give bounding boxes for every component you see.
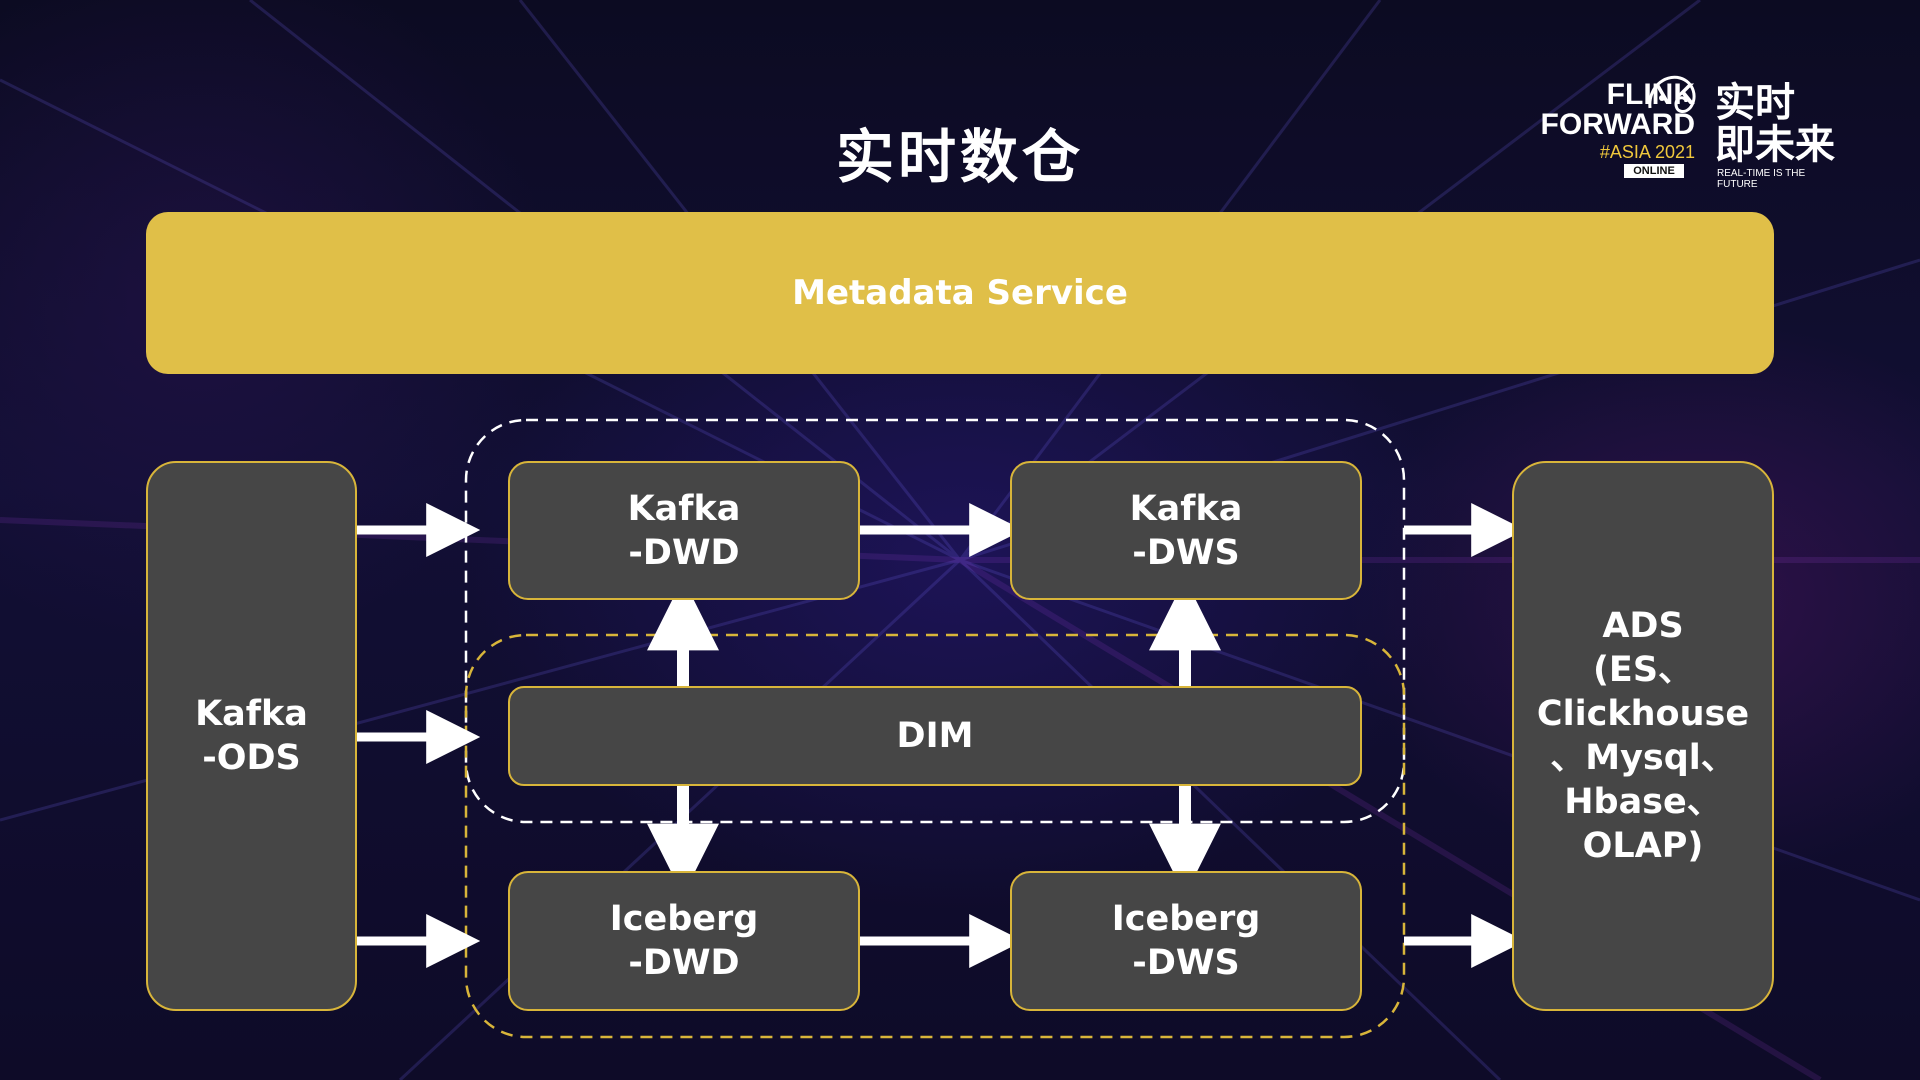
ads-line-4: 、Mysql、 — [1550, 738, 1736, 778]
logo-tagline: REAL-TIME IS THE FUTURE — [1717, 168, 1806, 190]
iceberg-dwd-node: Iceberg -DWD — [508, 871, 860, 1011]
logo-cn-line-2: 即未来 — [1715, 122, 1835, 168]
ads-node: ADS (ES、 Clickhouse 、Mysql、 Hbase、 OLAP) — [1512, 461, 1774, 1011]
dim-label: DIM — [896, 716, 974, 756]
kafka-dws-node: Kafka -DWS — [1010, 461, 1362, 600]
ads-line-2: (ES、 — [1592, 650, 1694, 690]
ads-line-3: Clickhouse — [1536, 694, 1750, 734]
kafka-ods-line-2: -ODS — [202, 738, 301, 778]
ads-line-1: ADS — [1602, 606, 1684, 646]
iceberg-dws-line-2: -DWS — [1132, 943, 1240, 983]
kafka-dwd-line-2: -DWD — [628, 532, 740, 573]
iceberg-dwd-line-2: -DWD — [628, 943, 740, 983]
flink-forward-logo: FLINK FORWARD #ASIA 2021 ONLINE 实时 即未来 R… — [1515, 68, 1845, 190]
logo-line-2: FORWARD — [1540, 108, 1695, 141]
logo-cn-line-1: 实时 — [1715, 80, 1795, 126]
kafka-dwd-line-1: Kafka — [627, 488, 741, 529]
kafka-dws-line-1: Kafka — [1129, 488, 1243, 529]
iceberg-dws-node: Iceberg -DWS — [1010, 871, 1362, 1011]
slide-title: 实时数仓 — [835, 123, 1084, 191]
logo-online-badge: ONLINE — [1624, 164, 1684, 178]
ads-line-5: Hbase、 — [1564, 782, 1722, 822]
kafka-dws-line-2: -DWS — [1132, 532, 1240, 573]
metadata-service-bar: Metadata Service — [146, 212, 1774, 374]
logo-event: #ASIA 2021 — [1599, 142, 1695, 162]
iceberg-dwd-line-1: Iceberg — [609, 899, 759, 939]
iceberg-dws-line-1: Iceberg — [1111, 899, 1261, 939]
kafka-ods-node: Kafka -ODS — [146, 461, 357, 1011]
ads-line-6: OLAP) — [1582, 826, 1704, 866]
metadata-service-label: Metadata Service — [792, 273, 1128, 313]
squirrel-icon — [1648, 75, 1696, 113]
kafka-dwd-node: Kafka -DWD — [508, 461, 860, 600]
kafka-ods-line-1: Kafka — [195, 694, 308, 734]
dim-node: DIM — [508, 686, 1362, 786]
logo-chinese-slogan: 实时 即未来 — [1715, 82, 1845, 166]
